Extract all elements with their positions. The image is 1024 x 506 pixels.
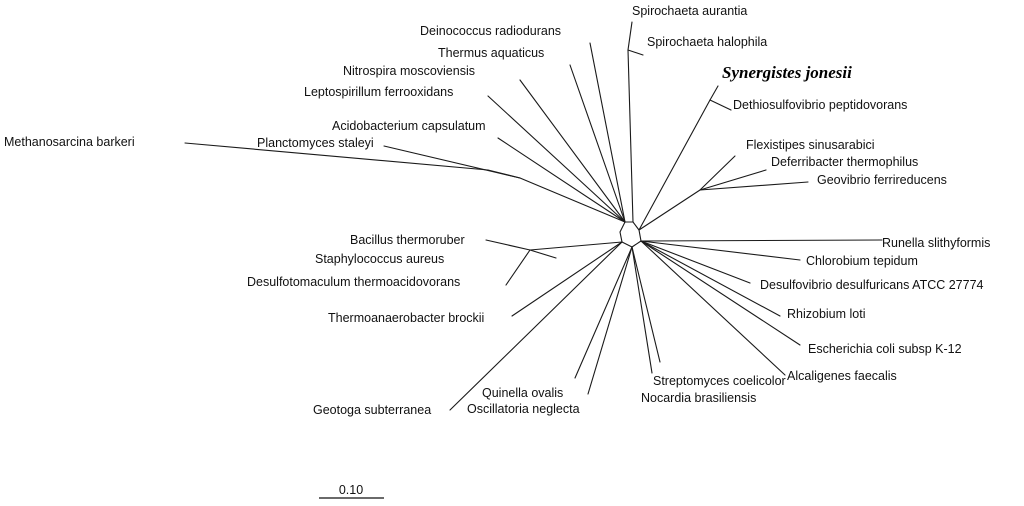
tree-branch [631, 246, 653, 374]
tree-branch [640, 239, 883, 242]
tree-branch [497, 137, 626, 223]
taxon-label: Streptomyces coelicolor [653, 374, 786, 388]
scale-bar: 0.10 [319, 483, 384, 499]
tree-branch [638, 189, 701, 231]
tree-branch [519, 177, 626, 223]
taxon-label: Deferribacter thermophilus [771, 155, 918, 169]
tree-branch [638, 229, 642, 242]
tree-branch [619, 221, 626, 233]
taxon-label: Desulfotomaculum thermoacidovorans [247, 275, 460, 289]
tree-branch [449, 241, 623, 411]
taxon-label: Leptospirillum ferrooxidans [304, 85, 453, 99]
taxon-label: Spirochaeta aurantia [632, 4, 747, 18]
taxon-label: Nocardia brasiliensis [641, 391, 756, 405]
tree-branch [640, 240, 801, 261]
taxon-label: Acidobacterium capsulatum [332, 119, 486, 133]
taxon-label: Thermoanaerobacter brockii [328, 311, 484, 325]
tree-branches [184, 21, 883, 411]
tree-branch [640, 240, 786, 376]
tree-branch [529, 241, 623, 251]
tree-branch [632, 221, 640, 231]
tree-branch [699, 181, 809, 191]
taxon-label: Oscillatoria neglecta [467, 402, 580, 416]
tree-branch [569, 64, 626, 223]
scale-bar-label: 0.10 [339, 483, 363, 497]
tree-branch [709, 85, 719, 101]
taxon-label: Quinella ovalis [482, 386, 563, 400]
taxon-label: Escherichia coli subsp K-12 [808, 342, 962, 356]
tree-branch [640, 240, 781, 317]
tree-branch [627, 21, 633, 51]
tree-branch [627, 49, 634, 223]
tree-branch [589, 42, 626, 223]
taxon-label: Runella slithyformis [882, 236, 990, 250]
tree-branch [511, 241, 623, 317]
tree-branch [485, 239, 531, 251]
tree-branch [505, 249, 531, 286]
tree-branch [529, 249, 557, 259]
tree-branch [519, 79, 626, 223]
tree-branch [699, 169, 767, 191]
taxon-label-synergistes-jonesii: Synergistes jonesii [722, 63, 852, 82]
taxon-label: Flexistipes sinusarabici [746, 138, 875, 152]
taxon-label: Nitrospira moscoviensis [343, 64, 475, 78]
taxon-label: Rhizobium loti [787, 307, 866, 321]
tree-branch [621, 241, 633, 248]
taxon-label: Alcaligenes faecalis [787, 369, 897, 383]
tree-branch [587, 246, 633, 395]
tree-branch [627, 49, 644, 56]
taxon-label: Deinococcus radiodurans [420, 24, 561, 38]
tree-branch [640, 240, 801, 346]
taxon-label: Planctomyces staleyi [257, 136, 374, 150]
tree-branch [709, 99, 732, 111]
taxon-labels: Spirochaeta aurantia Spirochaeta halophi… [4, 4, 990, 417]
tree-branch [574, 246, 633, 379]
taxon-label: Chlorobium tepidum [806, 254, 918, 268]
taxon-label: Methanosarcina barkeri [4, 135, 135, 149]
tree-branch [619, 231, 623, 243]
tree-branch [487, 95, 626, 223]
taxon-label: Spirochaeta halophila [647, 35, 767, 49]
taxon-label: Geotoga subterranea [313, 403, 431, 417]
taxon-label: Dethiosulfovibrio peptidovorans [733, 98, 907, 112]
tree-branch [631, 246, 661, 363]
tree-branch [699, 155, 736, 191]
tree-branch [184, 142, 489, 171]
taxon-label: Staphylococcus aureus [315, 252, 444, 266]
taxon-label: Desulfovibrio desulfuricans ATCC 27774 [760, 278, 984, 292]
tree-branch [631, 240, 642, 248]
taxon-label: Geovibrio ferrireducens [817, 173, 947, 187]
tree-branch [638, 99, 711, 231]
tree-branch [383, 145, 521, 179]
taxon-label: Thermus aquaticus [438, 46, 544, 60]
taxon-label: Bacillus thermoruber [350, 233, 465, 247]
tree-branch [640, 240, 751, 284]
